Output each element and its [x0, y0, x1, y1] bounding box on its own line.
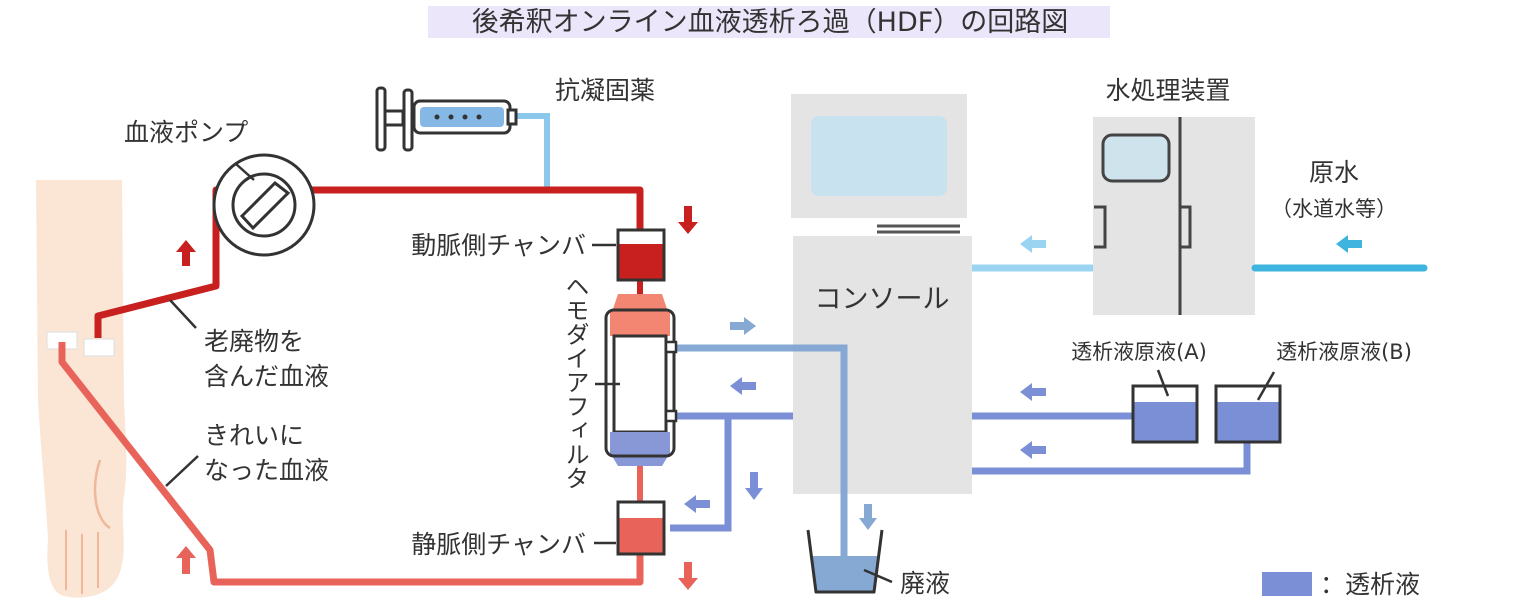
arrow-left-pure-water	[1020, 235, 1046, 253]
arrow-down-substitution	[745, 472, 763, 500]
waste-blood-label-line1: 老廃物を	[204, 327, 304, 356]
raw-water-note: （水道水等）	[1271, 197, 1397, 221]
console-unit: コンソール	[791, 94, 972, 494]
flow-arrows	[176, 206, 1362, 590]
legend: ：透析液	[1262, 570, 1420, 599]
venous-chamber-label: 静脈側チャンバ	[411, 530, 586, 559]
water-treatment-label: 水処理装置	[1105, 76, 1230, 105]
hemodiafilter	[604, 294, 678, 466]
arterial-chamber-label: 動脈側チャンバ	[411, 231, 586, 260]
substitution-line	[670, 416, 732, 532]
arterial-blood-line	[94, 186, 644, 338]
venous-chamber	[616, 500, 666, 556]
arrow-right-waste-dialysate	[730, 317, 756, 335]
arterial-chamber	[616, 228, 666, 282]
console-body	[793, 236, 972, 494]
arrow-down-waste	[859, 504, 877, 530]
blood-pump	[212, 153, 316, 257]
legend-label: ：透析液	[1320, 570, 1420, 599]
anticoagulant-syringe	[375, 86, 518, 152]
waste-beaker	[806, 529, 884, 594]
waste-liquid-label: 廃液	[900, 569, 950, 598]
waste-dialysate-line	[676, 344, 848, 560]
concentrate-b-container	[1214, 384, 1282, 444]
console-screen	[811, 116, 947, 196]
concentrate-b-label: 透析液原液(B)	[1276, 340, 1412, 364]
arrow-left-fresh-dialysate	[730, 377, 756, 395]
arrow-up-venous	[176, 546, 196, 574]
concentrate-a-container	[1131, 384, 1199, 444]
title-highlight	[428, 6, 1110, 38]
arrow-down-arterial	[678, 206, 698, 234]
concentrate-a-label: 透析液原液(A)	[1071, 340, 1207, 364]
arrow-up-arterial	[176, 240, 196, 266]
arrow-left-concentrate-b	[1020, 441, 1046, 459]
arrow-left-raw-water	[1336, 235, 1362, 253]
console-label: コンソール	[815, 284, 950, 315]
arrow-left-substitution	[684, 495, 710, 513]
blood-pump-label: 血液ポンプ	[124, 118, 248, 147]
venous-blood-line	[58, 342, 644, 586]
water-treatment-unit: 水処理装置	[1093, 76, 1255, 315]
legend-swatch	[1262, 572, 1312, 596]
arrow-left-concentrate-a	[1020, 383, 1046, 401]
waste-blood-label-line2: 含んだ血液	[204, 362, 329, 391]
clean-blood-label-line1: きれいに	[204, 421, 304, 450]
clean-blood-label-line2: なった血液	[204, 456, 329, 485]
needle-site-2	[83, 338, 115, 357]
anticoagulant-label: 抗凝固薬	[555, 76, 655, 105]
anticoagulant-line	[505, 113, 550, 190]
raw-water-label: 原水	[1309, 158, 1359, 187]
title: 後希釈オンライン血液透析ろ過（HDF）の回路図	[472, 7, 1069, 38]
arrow-down-venous	[678, 562, 698, 590]
concentrate-b-line	[972, 440, 1251, 475]
hemodiafilter-label: ヘモダイアフィルタ	[561, 274, 589, 490]
